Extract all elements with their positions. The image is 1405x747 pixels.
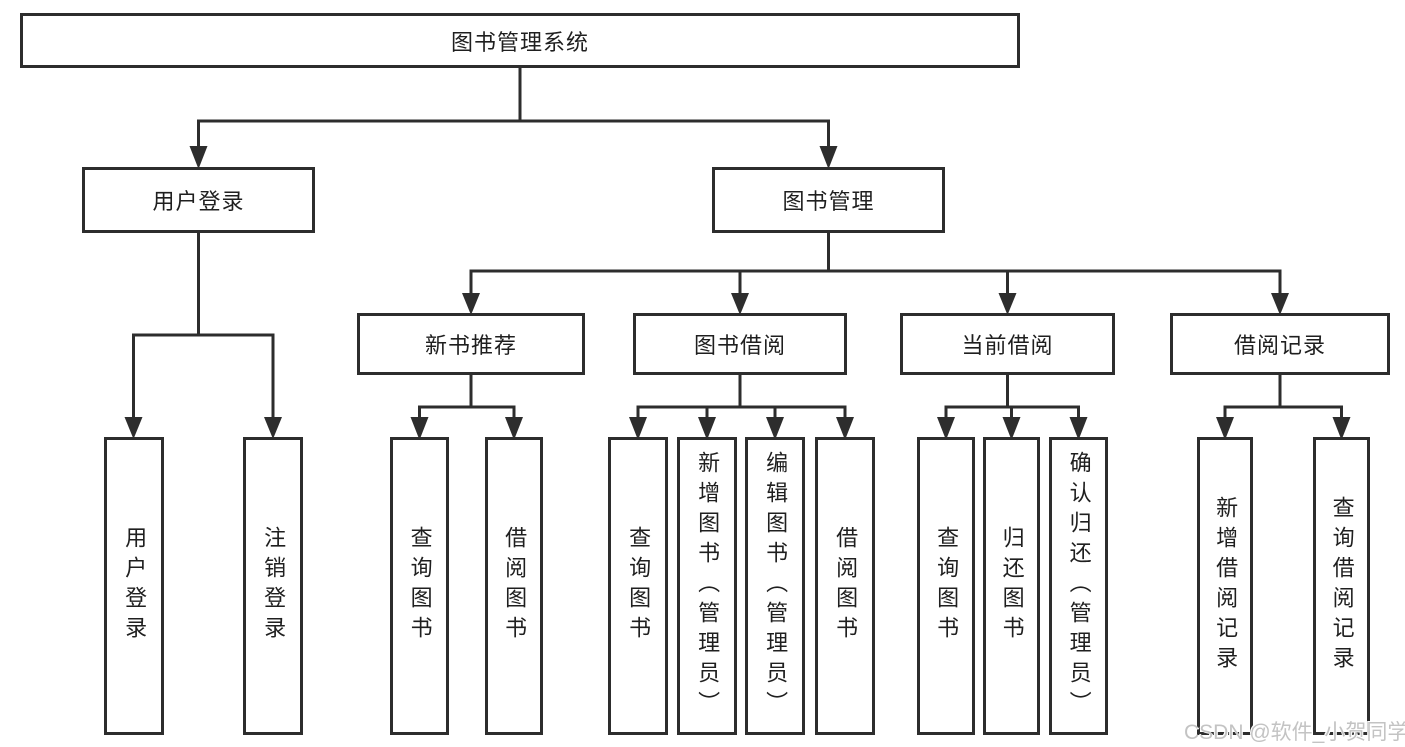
leaf-confirm-return-admin-label: 确认归还（管理员） — [1066, 451, 1092, 721]
node-user-login-label: 用户登录 — [152, 189, 245, 214]
leaf-logout-label: 注销登录 — [261, 526, 287, 646]
leaf-add-borrow-record: 新增借阅记录 — [1197, 437, 1253, 735]
node-book-management: 图书管理 — [712, 167, 945, 233]
leaf-borrow-query-books: 查询图书 — [608, 437, 668, 735]
connector-current-borrow-children — [937, 375, 1088, 440]
node-current-borrow: 当前借阅 — [900, 313, 1115, 375]
connector-book-management-children — [462, 233, 1289, 315]
leaf-recommend-borrow-books: 借阅图书 — [485, 437, 543, 735]
leaf-current-query-books-label: 查询图书 — [934, 526, 960, 646]
leaf-user-login-label: 用户登录 — [122, 526, 148, 646]
leaf-return-books: 归还图书 — [983, 437, 1040, 735]
leaf-user-login: 用户登录 — [104, 437, 164, 735]
node-new-book-recommend-label: 新书推荐 — [424, 333, 517, 358]
node-book-borrow: 图书借阅 — [633, 313, 847, 375]
node-user-login: 用户登录 — [82, 167, 315, 233]
node-current-borrow-label: 当前借阅 — [961, 333, 1054, 358]
leaf-borrow-books: 借阅图书 — [815, 437, 875, 735]
node-book-management-label: 图书管理 — [782, 189, 875, 214]
node-book-borrow-label: 图书借阅 — [693, 333, 786, 358]
leaf-logout: 注销登录 — [243, 437, 303, 735]
leaf-confirm-return-admin: 确认归还（管理员） — [1049, 437, 1108, 735]
connector-new-book-recommend-children — [410, 375, 523, 440]
leaf-edit-books-admin: 编辑图书（管理员） — [745, 437, 805, 735]
connector-root-to-level1 — [189, 68, 838, 169]
csdn-watermark: CSDN @软件_小贺同学 — [1184, 721, 1405, 744]
connector-book-borrow-children — [629, 375, 854, 440]
leaf-recommend-borrow-books-label: 借阅图书 — [502, 526, 528, 646]
leaf-add-borrow-record-label: 新增借阅记录 — [1213, 496, 1239, 676]
leaf-borrow-books-label: 借阅图书 — [833, 526, 859, 646]
leaf-borrow-query-books-label: 查询图书 — [626, 526, 652, 646]
connector-user-login-children — [124, 233, 282, 439]
node-root-system: 图书管理系统 — [20, 13, 1020, 68]
leaf-recommend-query-books: 查询图书 — [390, 437, 449, 735]
leaf-query-borrow-record-label: 查询借阅记录 — [1329, 496, 1355, 676]
node-new-book-recommend: 新书推荐 — [357, 313, 585, 375]
leaf-query-borrow-record: 查询借阅记录 — [1313, 437, 1370, 735]
node-borrow-records: 借阅记录 — [1170, 313, 1390, 375]
leaf-return-books-label: 归还图书 — [999, 526, 1025, 646]
leaf-add-books-admin-label: 新增图书（管理员） — [695, 451, 721, 721]
node-root-label: 图书管理系统 — [450, 29, 589, 55]
leaf-add-books-admin: 新增图书（管理员） — [677, 437, 737, 735]
leaf-edit-books-admin-label: 编辑图书（管理员） — [763, 451, 789, 721]
node-borrow-records-label: 借阅记录 — [1233, 333, 1326, 358]
leaf-current-query-books: 查询图书 — [917, 437, 975, 735]
leaf-recommend-query-books-label: 查询图书 — [407, 526, 433, 646]
connector-borrow-records-children — [1216, 375, 1351, 440]
